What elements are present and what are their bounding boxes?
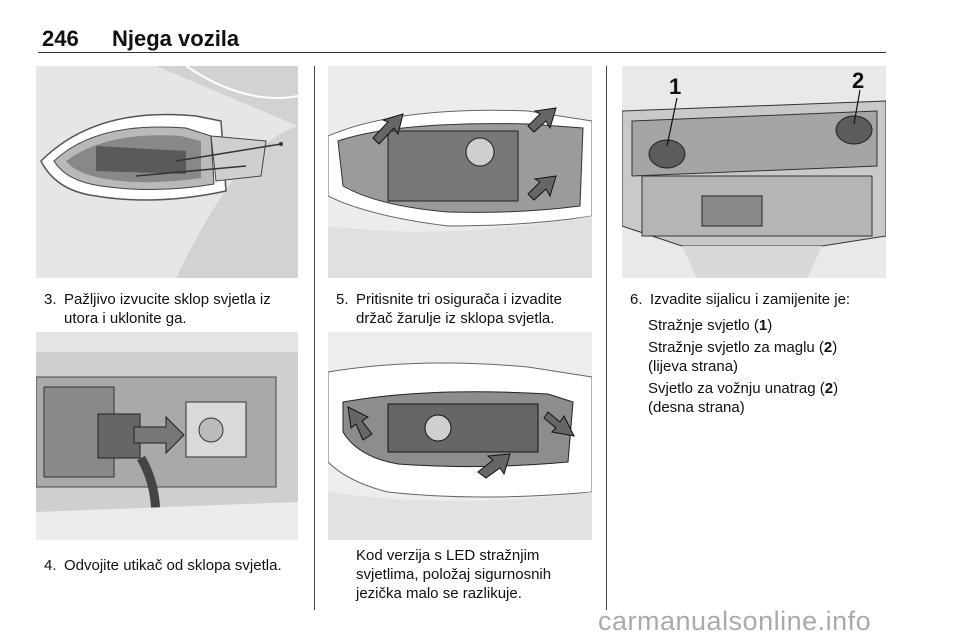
section-title: Njega vozila [112,26,240,51]
bulb-item-3-side: (desna strana) [648,399,745,416]
bulb-item-1-ref: 1 [758,317,768,334]
bulb-item-2-text: Stražnje svjetlo za maglu ( [648,339,824,356]
step-6-text: Izvadite sijalicu i zamijenite je: [650,291,851,308]
figure-connector [36,332,298,540]
watermark: carmanualsonline.info [598,606,872,636]
step-6-number: 6. [630,291,643,308]
column-divider-1 [314,66,315,610]
bulb-item-2-close: ) [832,339,838,356]
step-5-text: Pritisnite tri osigurača i izvadite drža… [356,291,562,327]
figure-led-version [328,332,592,540]
bulb-item-2: Stražnje svjetlo za maglu (2) (lijeva st… [648,338,878,376]
bulb-item-2-side: (lijeva strana) [648,358,739,375]
figure-bulbs-numbered: 1 2 [622,66,886,278]
bulb-item-2-ref: 2 [823,339,833,356]
bulb-item-3-ref: 2 [824,380,834,397]
step-5-number: 5. [336,291,349,308]
page-number: 246 [42,26,79,51]
callout-1: 1 [669,74,682,99]
callout-2: 2 [852,68,865,93]
figure-lamp-removal [36,66,298,278]
led-note: Kod verzija s LED stražnjim svjetlima, p… [356,547,552,602]
bulb-item-1: Stražnje svjetlo (1) [648,316,878,335]
header-rule [38,52,886,53]
figure-bulb-holder-clips [328,66,592,278]
step-4-number: 4. [44,557,57,574]
step-4-text: Odvojite utikač od sklopa svjetla. [64,557,282,574]
column-divider-2 [606,66,607,610]
bulb-item-1-text: Stražnje svjetlo ( [648,317,759,334]
bulb-item-3-text: Svjetlo za vožnju unatrag ( [648,380,825,397]
bulb-item-1-close: ) [767,317,773,334]
step-3-text: Pažljivo izvucite sklop svjetla iz utora… [64,291,271,327]
bulb-item-3-close: ) [833,380,839,397]
bulb-item-3: Svjetlo za vožnju unatrag (2) (desna str… [648,379,878,417]
step-3-number: 3. [44,291,57,308]
